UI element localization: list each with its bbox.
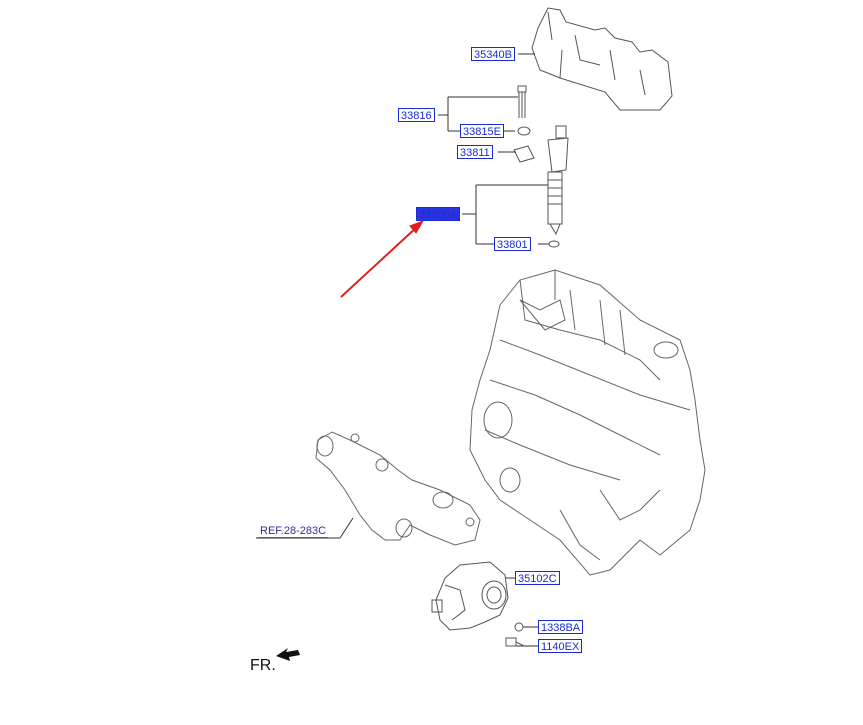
small-bolts-drawing — [505, 622, 525, 647]
callout-33801[interactable]: 33801 — [494, 237, 531, 251]
injector-drawing — [547, 125, 569, 236]
callout-35102C[interactable]: 35102C — [515, 571, 560, 585]
front-direction-label: FR. — [250, 657, 276, 674]
callout-33815E[interactable]: 33815E — [460, 124, 504, 138]
clamp-drawing — [513, 145, 535, 163]
injector-cover-drawing — [531, 7, 673, 111]
leader-lines — [256, 53, 549, 647]
bolt-drawing — [517, 85, 527, 118]
callout-33816[interactable]: 33816 — [398, 108, 435, 122]
seal-drawing — [548, 240, 560, 248]
front-direction-arrow-icon — [276, 648, 300, 661]
callout-1338BA[interactable]: 1338BA — [538, 620, 584, 634]
callout-33800A[interactable]: 33800A — [416, 207, 460, 221]
pointer-arrow — [340, 220, 425, 298]
callout-35340B[interactable]: 35340B — [471, 47, 515, 61]
throttle-body-drawing — [431, 561, 509, 631]
callout-1140EX[interactable]: 1140EX — [538, 639, 583, 653]
washer-drawing — [517, 126, 531, 136]
callout-33811[interactable]: 33811 — [457, 145, 493, 159]
egr-pipe-drawing — [315, 431, 481, 546]
engine-block-drawing — [469, 269, 706, 576]
callout-ref-28-283C[interactable]: REF.28-283C — [258, 525, 329, 538]
